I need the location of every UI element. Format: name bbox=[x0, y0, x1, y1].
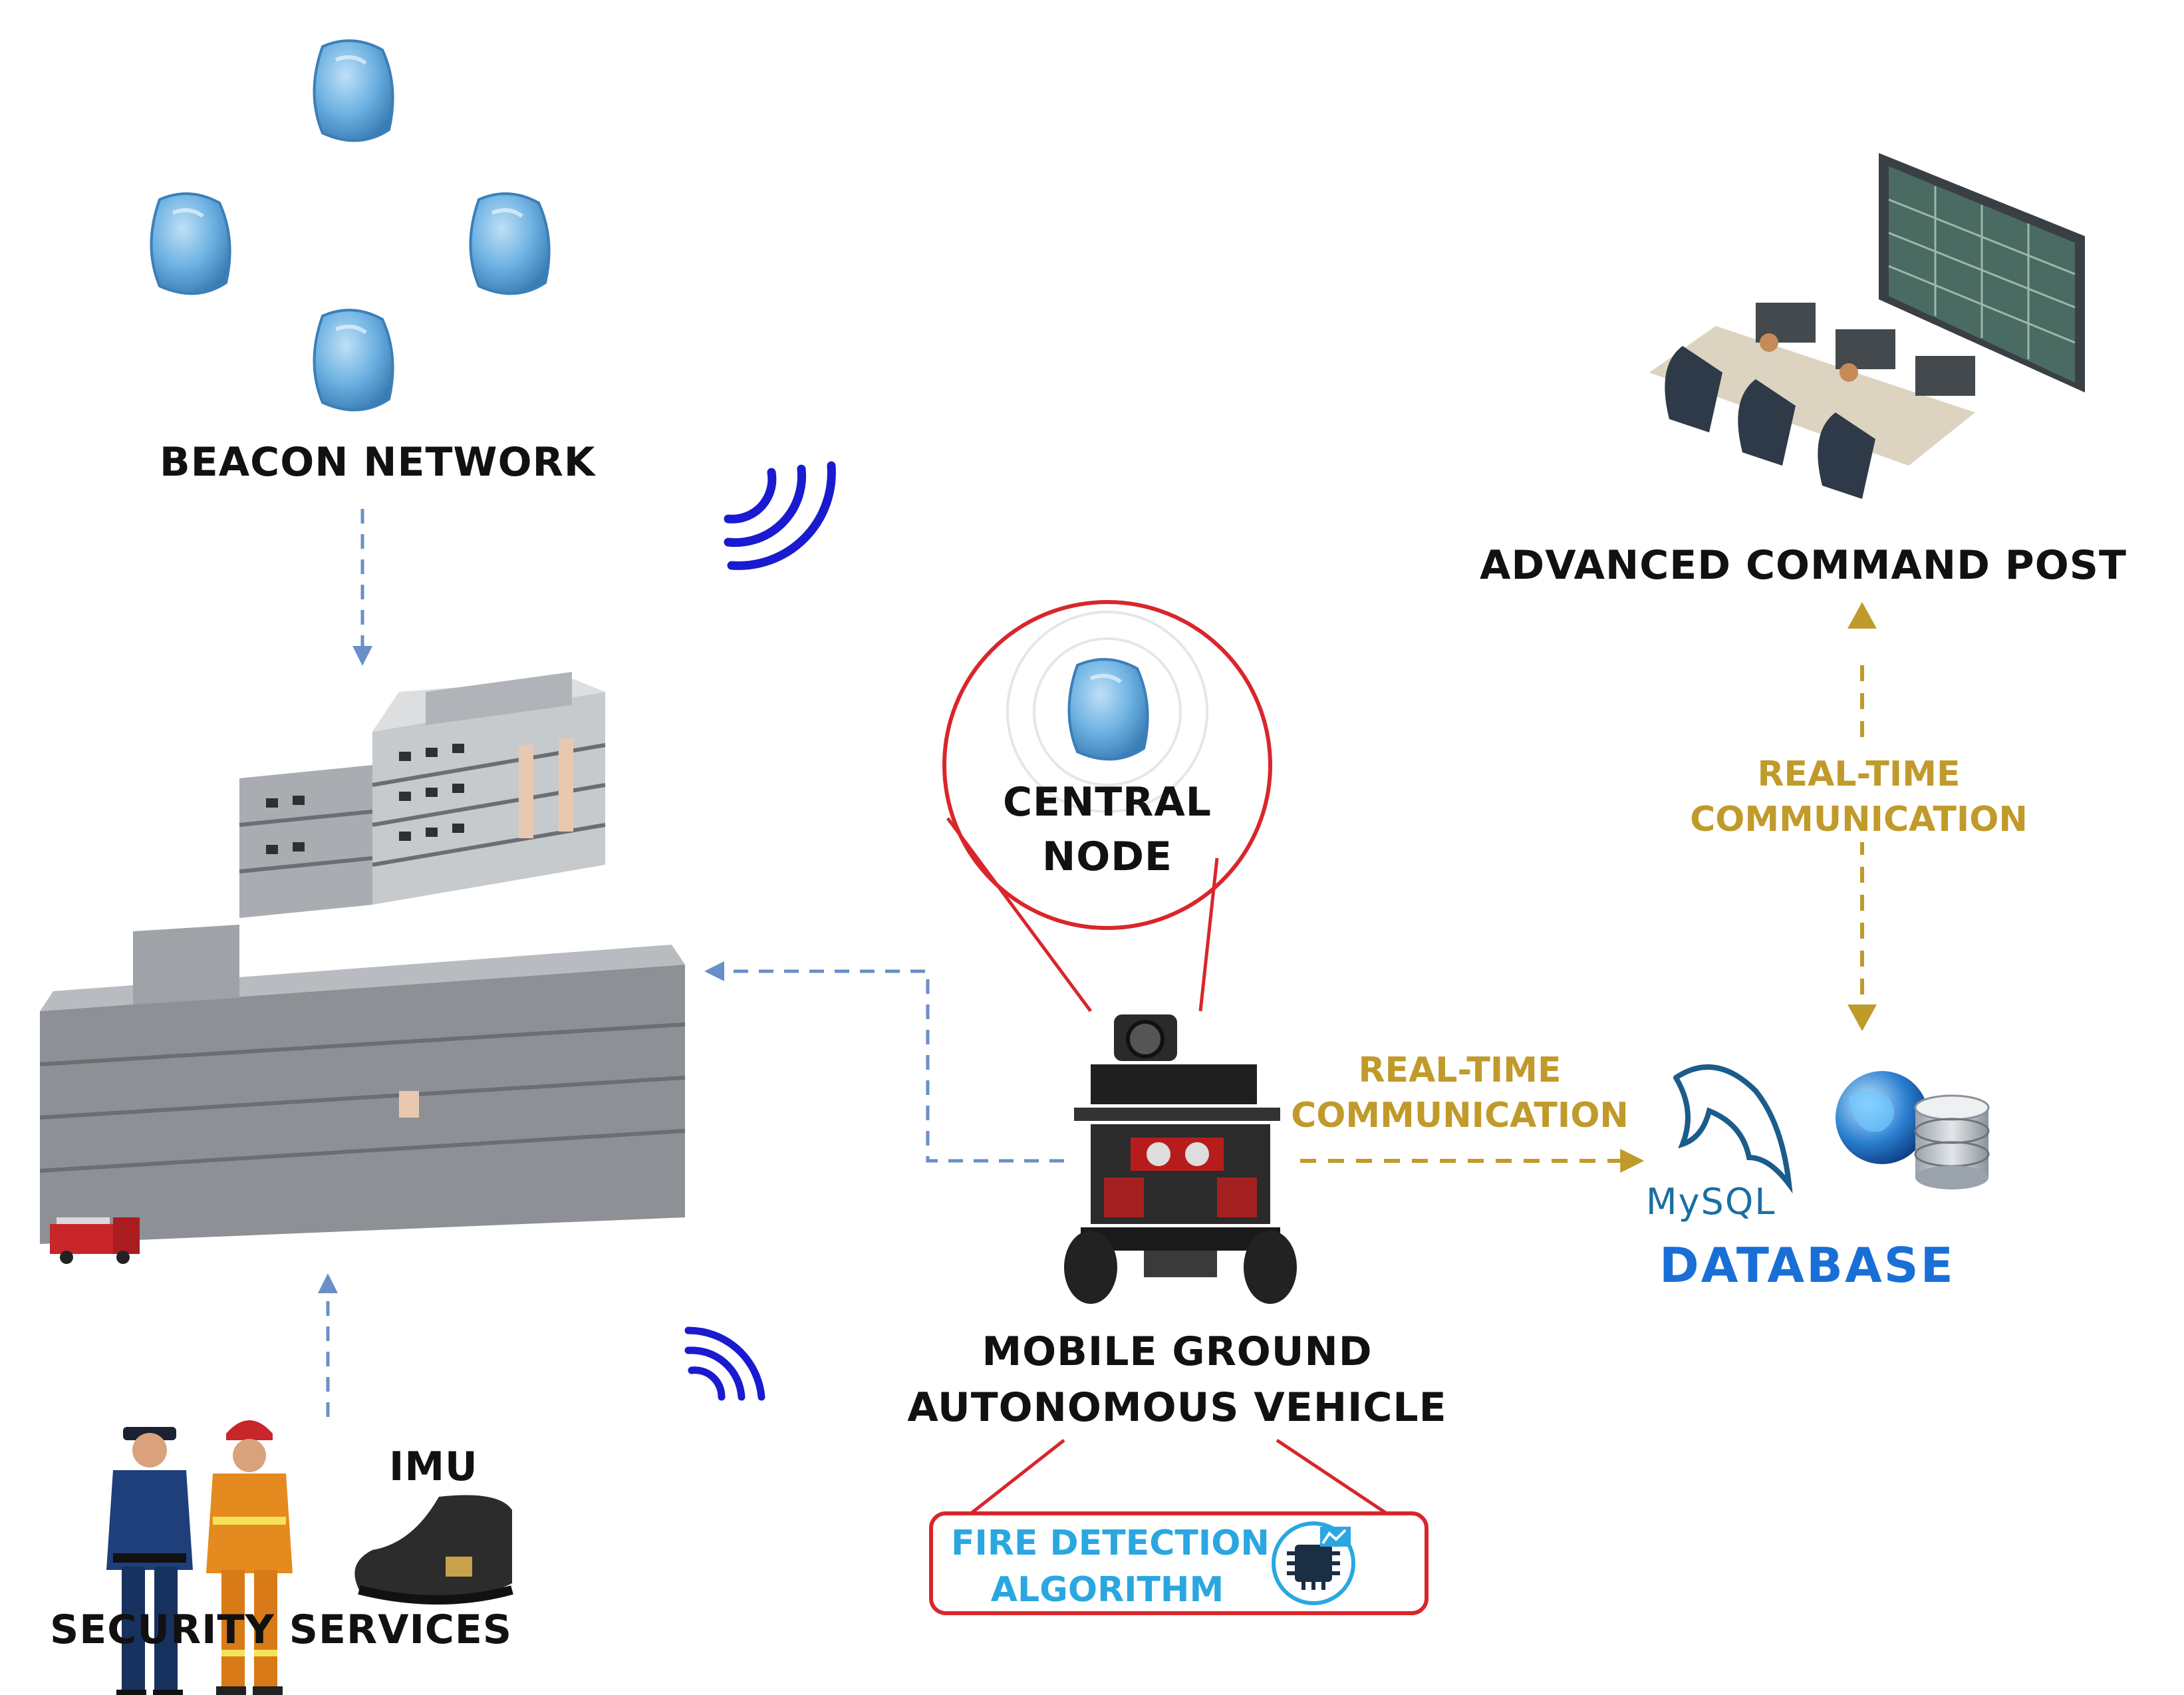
central-node-line-1: CENTRAL bbox=[1002, 779, 1212, 826]
firefighter-icon bbox=[206, 1420, 293, 1695]
security-services-label: SECURITY SERVICES bbox=[50, 1607, 513, 1653]
database-label: DATABASE bbox=[1659, 1237, 1955, 1293]
ai-chip-icon bbox=[1272, 1521, 1355, 1605]
mysql-logo: MySQL bbox=[1646, 1181, 1776, 1223]
beacon-icon bbox=[469, 192, 551, 295]
beacon-icon bbox=[1067, 658, 1149, 761]
central-node-label: CENTRAL NODE bbox=[981, 775, 1234, 884]
beacon-icon bbox=[313, 39, 394, 142]
building-icon bbox=[39, 672, 686, 1244]
vehicle-label-line-1: MOBILE GROUND bbox=[982, 1328, 1373, 1375]
realtime-communication-line-1: REAL-TIME bbox=[1358, 1050, 1562, 1090]
imu-label: IMU bbox=[389, 1444, 478, 1490]
signal-waves-icon bbox=[724, 461, 836, 570]
disk-stack bbox=[1914, 1094, 1990, 1189]
beacon-icon bbox=[150, 192, 231, 295]
vehicle-label-line-2: AUTONOMOUS VEHICLE bbox=[907, 1384, 1447, 1431]
arrow-vehicle-to-building bbox=[704, 961, 1064, 1163]
fire-detection-line-1: FIRE DETECTION bbox=[951, 1523, 1270, 1563]
beacon-network bbox=[150, 39, 551, 412]
fire-truck-icon bbox=[50, 1217, 140, 1264]
arrowheads-gold bbox=[1847, 602, 1877, 1031]
signal-waves-icon bbox=[684, 1326, 765, 1401]
database-icon bbox=[1673, 1064, 1990, 1194]
flow-arrows bbox=[318, 509, 1064, 1417]
beacon-icon bbox=[313, 309, 394, 412]
globe-icon bbox=[1836, 1071, 1929, 1164]
advanced-command-post-label: ADVANCED COMMAND POST bbox=[1480, 542, 2127, 589]
command-post-icon bbox=[1649, 153, 2085, 499]
central-node-line-2: NODE bbox=[1041, 834, 1172, 880]
vehicle-label: MOBILE GROUND AUTONOMOUS VEHICLE bbox=[885, 1324, 1470, 1436]
realtime-communication-line-2: COMMUNICATION bbox=[1690, 800, 2028, 840]
realtime-communication-label-command: REAL-TIME COMMUNICATION bbox=[1686, 752, 2032, 842]
realtime-communication-line-1: REAL-TIME bbox=[1757, 754, 1961, 794]
realtime-communication-label-vehicle: REAL-TIME COMMUNICATION bbox=[1287, 1048, 1633, 1138]
realtime-communication-line-2: COMMUNICATION bbox=[1291, 1096, 1629, 1136]
fire-detection-label: FIRE DETECTION ALGORITHM bbox=[951, 1520, 1270, 1613]
fire-detection-box bbox=[929, 1438, 1429, 1615]
central-node-callout bbox=[942, 600, 1272, 1012]
robot-vehicle-icon bbox=[1064, 1014, 1297, 1304]
police-officer-icon bbox=[106, 1427, 193, 1695]
beacon-network-label: BEACON NETWORK bbox=[160, 439, 596, 486]
realtime-arrows bbox=[1300, 665, 1864, 1173]
fire-detection-line-2: ALGORITHM bbox=[990, 1570, 1224, 1610]
mysql-dolphin-icon bbox=[1673, 1064, 1793, 1194]
imu-boot-icon bbox=[354, 1495, 513, 1605]
